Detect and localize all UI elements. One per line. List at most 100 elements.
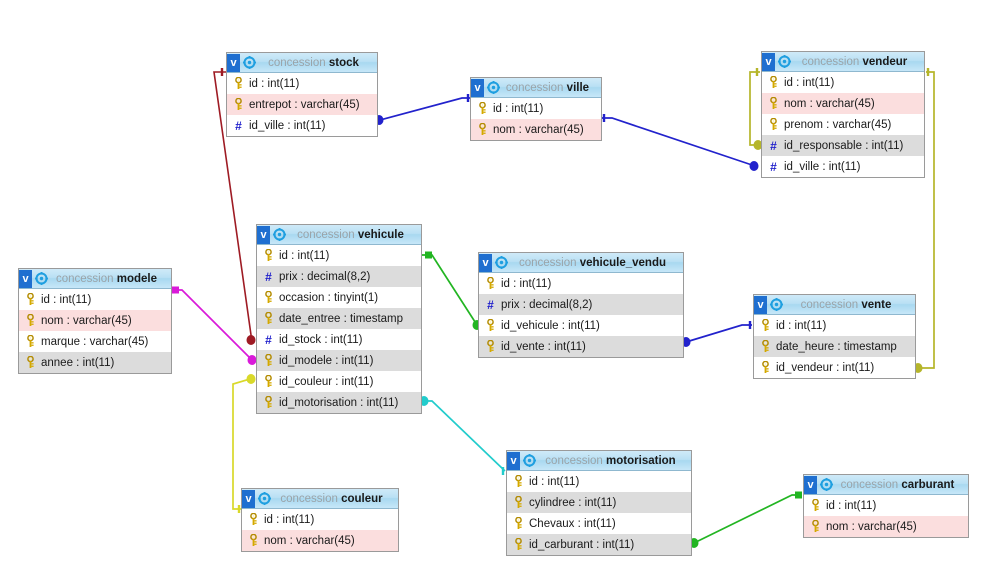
table-row[interactable]: nom : varchar(45) xyxy=(242,530,398,551)
table-row[interactable]: id : int(11) xyxy=(471,98,601,119)
table-schema-vehicule_vendu: concession xyxy=(518,256,577,269)
table-header-modele[interactable]: v concession modele xyxy=(19,269,171,289)
key-icon xyxy=(484,340,497,353)
key-icon xyxy=(809,520,822,533)
table-title-modele: concession modele xyxy=(50,273,167,285)
view-toggle-icon[interactable]: v xyxy=(471,78,484,97)
table-row[interactable]: occasion : tinyint(1) xyxy=(257,287,421,308)
column-label: id_couleur : int(11) xyxy=(279,375,374,388)
table-name-vente: vente xyxy=(861,298,892,311)
key-icon xyxy=(767,97,780,110)
table-row[interactable]: annee : int(11) xyxy=(19,352,171,373)
table-row[interactable]: #prix : decimal(8,2) xyxy=(479,294,683,315)
view-toggle-icon[interactable]: v xyxy=(754,295,767,314)
table-schema-modele: concession xyxy=(55,272,114,285)
table-row[interactable]: id : int(11) xyxy=(227,73,377,94)
key-icon xyxy=(476,102,489,115)
column-label: id_carburant : int(11) xyxy=(529,538,635,551)
table-row[interactable]: id_vehicule : int(11) xyxy=(479,315,683,336)
table-row[interactable]: id : int(11) xyxy=(507,471,691,492)
column-label: id : int(11) xyxy=(264,513,315,526)
relationship-carburant-motorisation xyxy=(689,491,802,548)
table-row[interactable]: marque : varchar(45) xyxy=(19,331,171,352)
view-toggle-icon[interactable]: v xyxy=(257,225,270,244)
table-row[interactable]: date_entree : timestamp xyxy=(257,308,421,329)
table-row[interactable]: id_motorisation : int(11) xyxy=(257,392,421,413)
table-name-ville: ville xyxy=(566,81,590,94)
table-row[interactable]: id : int(11) xyxy=(19,289,171,310)
table-row[interactable]: id_vente : int(11) xyxy=(479,336,683,357)
table-header-vehicule[interactable]: v concession vehicule xyxy=(257,225,421,245)
table-row[interactable]: nom : varchar(45) xyxy=(471,119,601,140)
table-row[interactable]: id : int(11) xyxy=(762,72,924,93)
view-toggle-icon[interactable]: v xyxy=(804,475,817,494)
column-label: nom : varchar(45) xyxy=(826,520,917,533)
table-vehicule[interactable]: v concession vehicule id : int(11) #prix : … xyxy=(256,224,422,414)
table-modele[interactable]: v concession modele id : int(11)nom : varc… xyxy=(18,268,172,374)
table-row[interactable]: id_couleur : int(11) xyxy=(257,371,421,392)
table-row[interactable]: #id_ville : int(11) xyxy=(227,115,377,136)
view-toggle-icon[interactable]: v xyxy=(762,52,775,71)
table-row[interactable]: entrepot : varchar(45) xyxy=(227,94,377,115)
table-row[interactable]: #id_stock : int(11) xyxy=(257,329,421,350)
column-label: id_vendeur : int(11) xyxy=(776,361,875,374)
gear-icon xyxy=(494,256,508,270)
table-row[interactable]: nom : varchar(45) xyxy=(804,516,968,537)
column-label: id : int(11) xyxy=(279,249,330,262)
key-icon xyxy=(232,77,245,90)
view-toggle-icon[interactable]: v xyxy=(479,253,492,272)
table-row[interactable]: id : int(11) xyxy=(754,315,915,336)
table-row[interactable]: #prix : decimal(8,2) xyxy=(257,266,421,287)
column-label: nom : varchar(45) xyxy=(784,97,875,110)
key-icon xyxy=(809,499,822,512)
view-toggle-icon[interactable]: v xyxy=(227,53,240,72)
table-name-couleur: couleur xyxy=(341,492,383,505)
table-row[interactable]: id : int(11) xyxy=(804,495,968,516)
table-row[interactable]: id : int(11) xyxy=(242,509,398,530)
table-row[interactable]: nom : varchar(45) xyxy=(19,310,171,331)
table-row[interactable]: id_carburant : int(11) xyxy=(507,534,691,555)
relationship-vehicule-vehiculevendu xyxy=(422,251,482,330)
column-label: id : int(11) xyxy=(784,76,835,89)
table-row[interactable]: id_modele : int(11) xyxy=(257,350,421,371)
table-title-vehicule: concession vehicule xyxy=(288,229,417,241)
table-row[interactable]: id : int(11) xyxy=(479,273,683,294)
column-label: id : int(11) xyxy=(529,475,580,488)
table-row[interactable]: nom : varchar(45) xyxy=(762,93,924,114)
key-icon xyxy=(476,123,489,136)
table-row[interactable]: id : int(11) xyxy=(257,245,421,266)
column-label: prix : decimal(8,2) xyxy=(279,270,371,283)
hash-icon: # xyxy=(770,159,777,174)
table-row[interactable]: #id_responsable : int(11) xyxy=(762,135,924,156)
table-row[interactable]: id_vendeur : int(11) xyxy=(754,357,915,378)
table-row[interactable]: Chevaux : int(11) xyxy=(507,513,691,534)
view-toggle-icon[interactable]: v xyxy=(19,269,32,288)
table-row[interactable]: #id_ville : int(11) xyxy=(762,156,924,177)
view-toggle-icon[interactable]: v xyxy=(507,451,520,470)
table-row[interactable]: date_heure : timestamp xyxy=(754,336,915,357)
table-schema-motorisation: concession xyxy=(545,454,603,467)
view-toggle-icon[interactable]: v xyxy=(242,489,255,508)
table-row[interactable]: cylindree : int(11) xyxy=(507,492,691,513)
column-label: nom : varchar(45) xyxy=(264,534,355,547)
column-label: id : int(11) xyxy=(826,499,877,512)
table-row[interactable]: prenom : varchar(45) xyxy=(762,114,924,135)
key-icon xyxy=(24,314,37,327)
